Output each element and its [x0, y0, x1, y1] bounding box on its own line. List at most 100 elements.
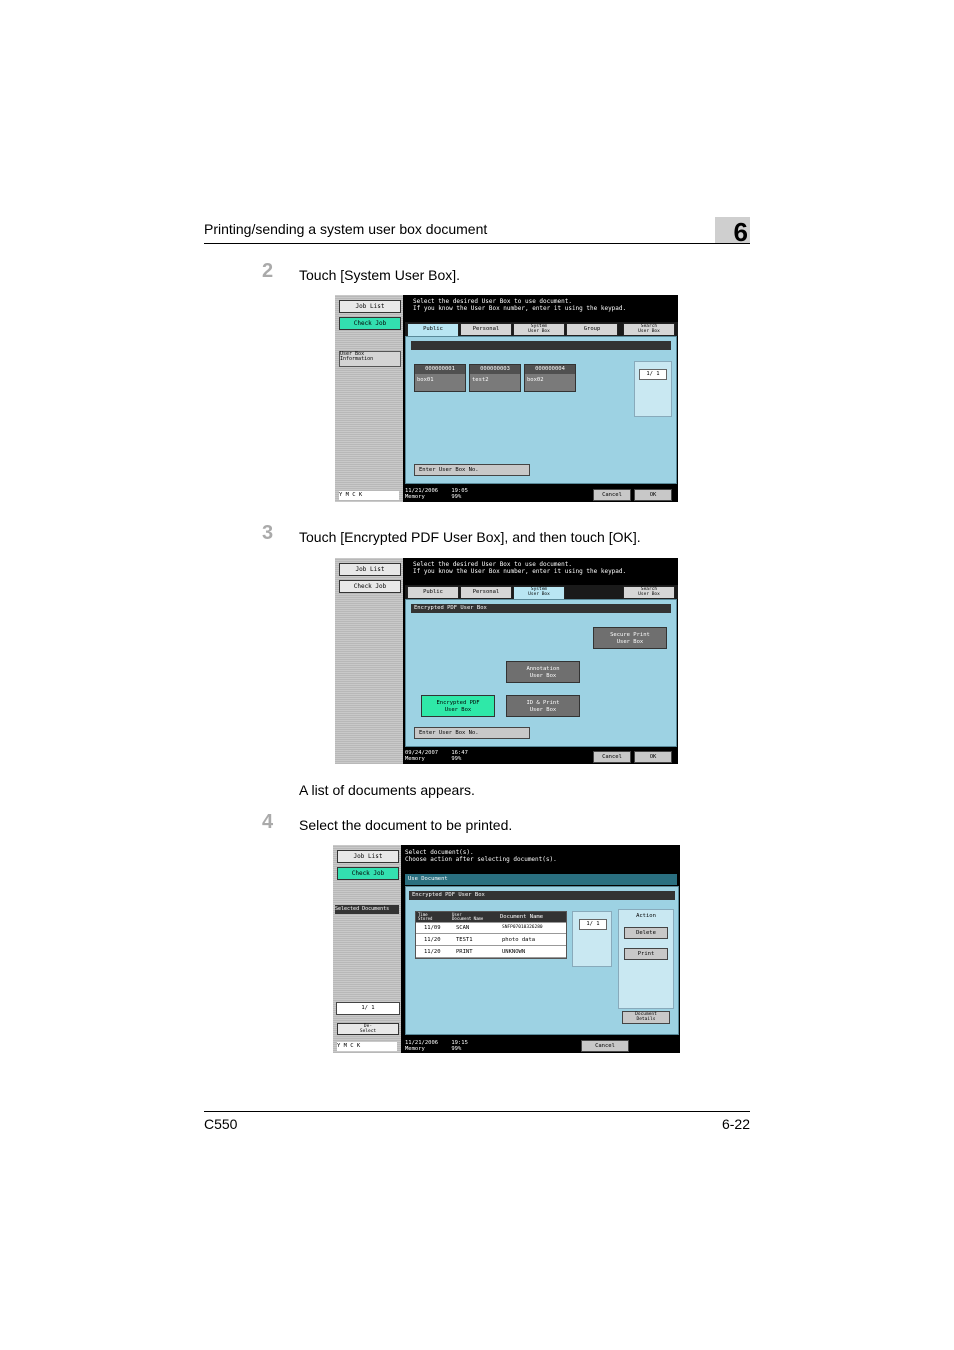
- ok-button[interactable]: OK: [634, 489, 672, 501]
- secure-print-user-box-button[interactable]: Secure Print User Box: [593, 627, 667, 649]
- step-text: Select the document to be printed.: [299, 817, 513, 833]
- id-print-user-box-button[interactable]: ID & Print User Box: [506, 695, 580, 717]
- page-indicator: 1/ 1: [634, 361, 672, 417]
- status-bar: 11/21/2006 19:15 Memory 99% Cancel: [401, 1038, 680, 1053]
- footer-rule: [204, 1111, 750, 1112]
- job-list-button[interactable]: Job List: [339, 300, 401, 313]
- delete-button[interactable]: Delete: [624, 927, 668, 939]
- page-number: 1/ 1: [639, 369, 667, 380]
- screenshot-document-list: Job List Check Job Selected Documents 1/…: [333, 845, 680, 1053]
- user-box-name: box01: [417, 377, 434, 383]
- page-header-title: Printing/sending a system user box docum…: [204, 221, 488, 237]
- check-job-button[interactable]: Check Job: [337, 867, 399, 880]
- enter-user-box-number-button[interactable]: Enter User Box No.: [414, 464, 530, 476]
- document-details-button[interactable]: Document Details: [622, 1011, 670, 1024]
- screenshot-system-user-box: Job List Check Job User Box Information …: [335, 295, 678, 502]
- action-label: Action: [636, 913, 656, 919]
- toner-indicator: Y M C K: [337, 1042, 397, 1051]
- tab-search-user-box[interactable]: Search User Box: [623, 586, 675, 599]
- tab-personal[interactable]: Personal: [460, 586, 512, 599]
- table-header: Time Stored User Document Name Document …: [416, 912, 566, 923]
- footer-page-number: 6-22: [721, 1116, 750, 1132]
- cell-user: SCAN: [456, 925, 470, 931]
- document-table: Time Stored User Document Name Document …: [415, 911, 567, 959]
- check-job-button[interactable]: Check Job: [339, 317, 401, 330]
- tab-bar: Public Personal System User Box Group Se…: [405, 322, 678, 338]
- cancel-button[interactable]: Cancel: [581, 1040, 629, 1052]
- tab-system-user-box[interactable]: System User Box: [513, 323, 565, 336]
- step-number: 2: [262, 260, 274, 282]
- user-box-tile[interactable]: 000000004 box02: [524, 364, 576, 392]
- tab-group[interactable]: Group: [566, 323, 618, 336]
- tab-bar: Public Personal System User Box Search U…: [405, 585, 678, 601]
- step-note: A list of documents appears.: [299, 782, 475, 798]
- cell-document: UNKNOWN: [502, 949, 526, 955]
- status-bar: 11/21/2006 19:05 Memory 99% Cancel OK: [403, 487, 678, 502]
- job-list-button[interactable]: Job List: [339, 563, 401, 576]
- side-page-number: 1/ 1: [361, 1005, 375, 1011]
- user-box-tile[interactable]: 000000003 test2: [469, 364, 521, 392]
- de-select-button[interactable]: De- Select: [337, 1023, 399, 1035]
- action-panel: Action Delete Print: [618, 909, 674, 1009]
- instruction-message: Select document(s). Choose action after …: [405, 849, 557, 863]
- page-indicator: 1/ 1: [572, 911, 612, 967]
- side-page-indicator[interactable]: 1/ 1: [336, 1002, 400, 1015]
- main-area: Encrypted PDF User Box Time Stored User …: [405, 886, 679, 1035]
- step-number: 3: [262, 522, 274, 544]
- user-box-number: 000000003: [470, 365, 520, 374]
- table-row[interactable]: 11/20 PRINT UNKNOWN: [416, 947, 566, 958]
- side-panel: Job List Check Job Selected Documents 1/…: [333, 845, 401, 1053]
- title-bar-label: Encrypted PDF User Box: [414, 605, 487, 611]
- cell-document: SNFP07010326280: [502, 925, 543, 930]
- chapter-number: 6: [715, 217, 750, 247]
- status-bar: 09/24/2007 16:47 Memory 99% Cancel OK: [403, 749, 678, 764]
- title-bar: Encrypted PDF User Box: [409, 891, 675, 900]
- use-document-bar: Use Document: [405, 874, 677, 885]
- footer-model: C550: [204, 1116, 238, 1132]
- encrypted-pdf-user-box-button[interactable]: Encrypted PDF User Box: [421, 695, 495, 717]
- date-memory: 09/24/2007 16:47 Memory 99%: [405, 750, 468, 762]
- table-row[interactable]: 11/09 SCAN SNFP07010326280: [416, 923, 566, 934]
- step-text: Touch [System User Box].: [299, 267, 461, 283]
- tab-public[interactable]: Public: [407, 586, 459, 599]
- check-job-button[interactable]: Check Job: [339, 580, 401, 593]
- use-document-label: Use Document: [408, 876, 448, 882]
- date-memory: 11/21/2006 19:05 Memory 99%: [405, 488, 468, 500]
- print-button[interactable]: Print: [624, 948, 668, 960]
- ok-button[interactable]: OK: [634, 751, 672, 763]
- date-memory: 11/21/2006 19:15 Memory 99%: [405, 1040, 468, 1052]
- column-header: Time Stored: [418, 912, 433, 921]
- user-box-information: User Box Information: [339, 351, 401, 367]
- side-panel: Job List Check Job User Box Information …: [335, 295, 403, 502]
- tab-search-user-box[interactable]: Search User Box: [623, 323, 675, 336]
- user-box-tile[interactable]: 000000001 box01: [414, 364, 466, 392]
- user-box-name: box02: [527, 377, 544, 383]
- header-rule: [204, 243, 750, 244]
- user-box-number: 000000001: [415, 365, 465, 374]
- step-number: 4: [262, 811, 274, 833]
- cell-time: 11/20: [424, 937, 441, 943]
- user-box-number: 000000004: [525, 365, 575, 374]
- screenshot-encrypted-pdf-selection: Job List Check Job Select the desired Us…: [335, 558, 678, 764]
- title-bar-label: Encrypted PDF User Box: [412, 892, 485, 898]
- main-area: Encrypted PDF User Box Secure Print User…: [405, 599, 677, 747]
- annotation-user-box-button[interactable]: Annotation User Box: [506, 661, 580, 683]
- toner-indicator: Y M C K: [339, 491, 399, 500]
- side-panel: Job List Check Job: [335, 558, 403, 764]
- tab-personal[interactable]: Personal: [460, 323, 512, 336]
- table-row[interactable]: 11/20 TEST1 photo data: [416, 935, 566, 946]
- selected-documents-label: Selected Documents: [335, 905, 399, 914]
- cancel-button[interactable]: Cancel: [593, 489, 631, 501]
- page-number: 1/ 1: [579, 919, 607, 930]
- column-header: Document Name: [500, 914, 544, 920]
- job-list-button[interactable]: Job List: [337, 850, 399, 863]
- cancel-button[interactable]: Cancel: [593, 751, 631, 763]
- enter-user-box-number-button[interactable]: Enter User Box No.: [414, 727, 530, 739]
- user-box-name: test2: [472, 377, 489, 383]
- column-header: User Document Name: [452, 912, 484, 921]
- cell-time: 11/20: [424, 949, 441, 955]
- cell-user: TEST1: [456, 937, 473, 943]
- instruction-message: Select the desired User Box to use docum…: [413, 298, 627, 312]
- instruction-message: Select the desired User Box to use docum…: [413, 561, 627, 575]
- title-bar: Encrypted PDF User Box: [411, 604, 671, 613]
